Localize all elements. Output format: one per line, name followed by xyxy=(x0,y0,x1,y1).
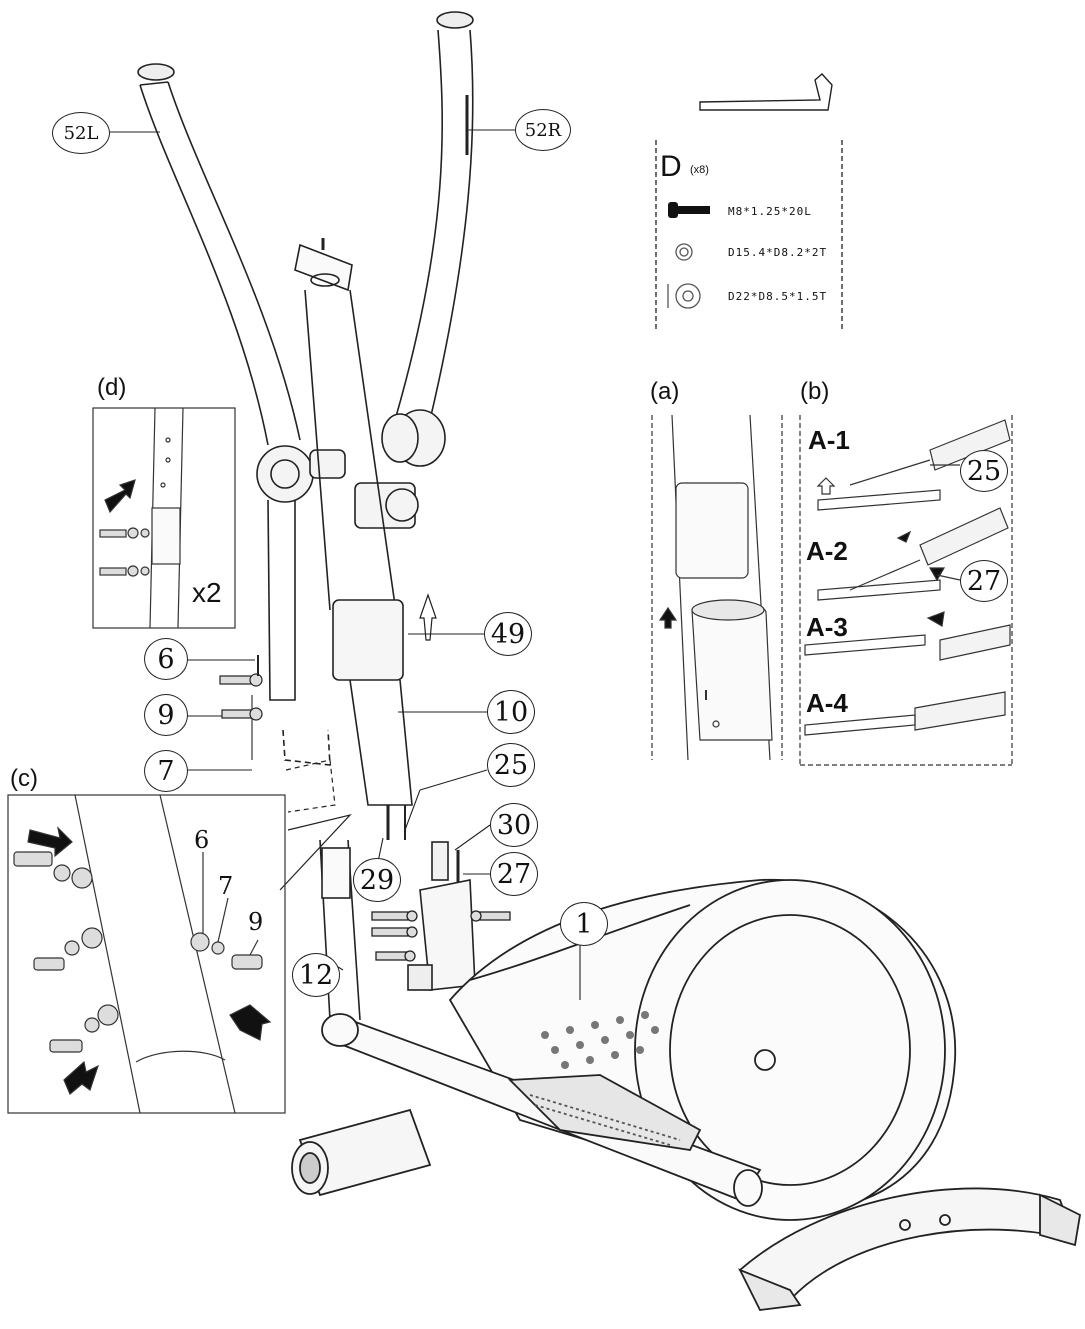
flat-washer-icon xyxy=(667,283,701,309)
hardware-item-spring-washer: D15.4*D8.2*2T xyxy=(728,246,828,259)
detail-a-frame xyxy=(651,414,783,761)
allen-key-icon xyxy=(699,73,833,111)
detail-c-label: (c) xyxy=(10,765,38,792)
frame-mast xyxy=(407,841,476,991)
hardware-item-bolt: M8*1.25*20L xyxy=(728,205,812,218)
detail-c-frame xyxy=(7,794,286,1114)
bolt-icon xyxy=(668,202,710,218)
pedal-assembly xyxy=(321,1013,763,1207)
callout-49: 49 xyxy=(484,612,532,656)
hardware-item-flat-washer: D22*D8.5*1.5T xyxy=(728,290,828,303)
callout-7: 7 xyxy=(144,750,188,792)
arm-bolts xyxy=(219,655,263,721)
callout-10: 10 xyxy=(487,690,535,734)
detail-b-frame xyxy=(799,415,1013,766)
callout-29: 29 xyxy=(353,858,401,902)
callout-27: 27 xyxy=(490,852,538,896)
step-a4-label: A-4 xyxy=(806,688,848,718)
detail-b-callout-27: 27 xyxy=(960,560,1008,602)
callout-52r: 52R xyxy=(515,109,571,151)
guide-lines xyxy=(279,759,352,891)
detail-d-multiplier: x2 xyxy=(192,577,222,608)
detail-b-callout-25: 25 xyxy=(960,450,1008,492)
detail-c-callout-6: 6 xyxy=(194,826,210,854)
callout-9: 9 xyxy=(144,694,188,736)
detail-d-label: (d) xyxy=(97,374,127,401)
hardware-quantity: (x8) xyxy=(690,164,709,176)
upright-post xyxy=(294,238,437,840)
detail-a-label: (a) xyxy=(650,378,680,405)
callout-25: 25 xyxy=(487,743,535,787)
detail-b-label: (b) xyxy=(800,378,830,405)
spring-washer-icon xyxy=(675,243,693,261)
mast-bolts xyxy=(371,910,511,962)
detail-d-frame xyxy=(92,407,236,629)
step-a1-label: A-1 xyxy=(808,425,850,455)
pivot-hub-right xyxy=(354,409,446,529)
detail-c-callout-9: 9 xyxy=(248,908,264,936)
rear-stabilizer xyxy=(738,1187,1081,1311)
handlebar-52l xyxy=(137,63,301,446)
callout-12: 12 xyxy=(292,953,340,997)
front-stabilizer xyxy=(291,1108,432,1197)
callout-30: 30 xyxy=(490,803,538,847)
step-a3-label: A-3 xyxy=(806,612,848,642)
hardware-letter: D xyxy=(660,150,682,183)
pivot-hub-left xyxy=(256,445,346,701)
step-a2-label: A-2 xyxy=(806,536,848,566)
handlebar-52r xyxy=(394,11,474,421)
hardware-panel-d xyxy=(655,73,843,330)
frame-ventilation-dots xyxy=(541,1011,659,1069)
callout-52l: 52L xyxy=(52,112,110,154)
callout-1: 1 xyxy=(560,902,608,946)
leader-lines xyxy=(110,129,581,1000)
detail-c-callout-7: 7 xyxy=(218,872,234,900)
callout-6: 6 xyxy=(144,638,188,680)
